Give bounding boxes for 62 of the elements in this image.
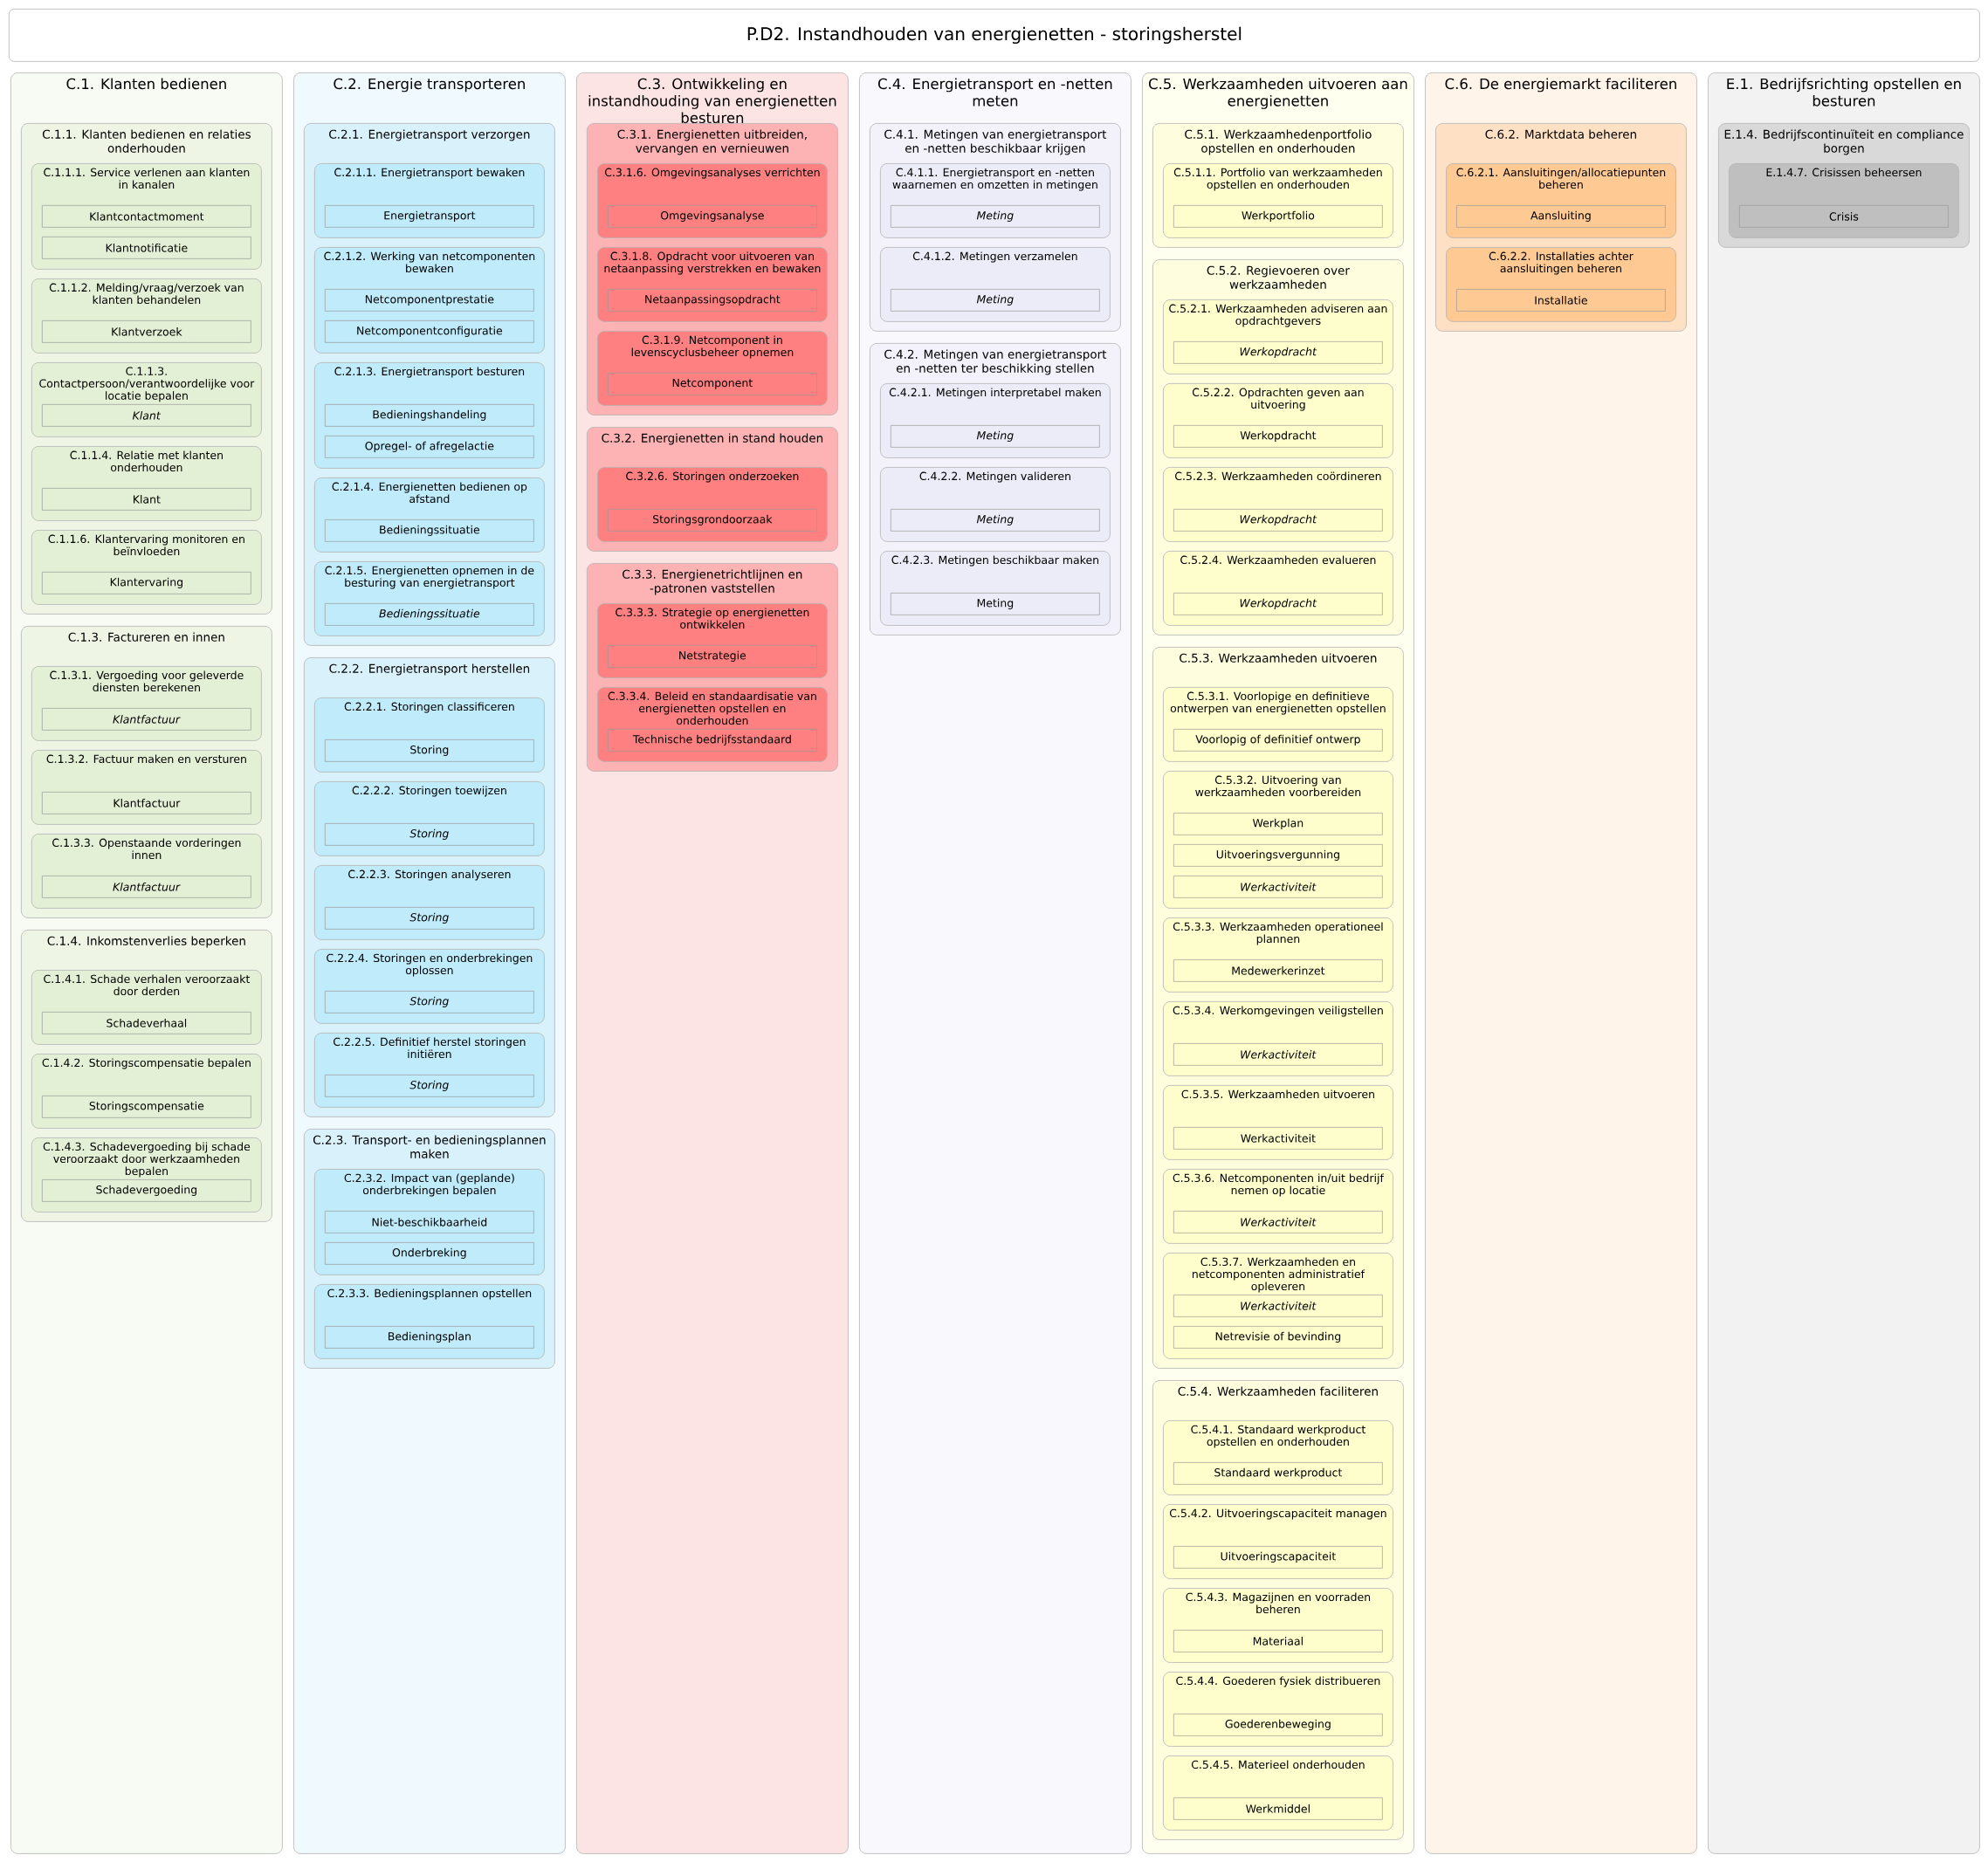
object-box: Omgevingsanalyse xyxy=(608,205,817,228)
object-box: Netcomponent xyxy=(608,373,817,395)
object-box: Klantervaring xyxy=(42,572,251,594)
object-box: Goederenbeweging xyxy=(1173,1714,1383,1736)
object-box: Netrevisie of bevinding xyxy=(1173,1326,1383,1349)
object-box: Storing xyxy=(325,823,534,846)
object-box: Werkactiviteit xyxy=(1173,1127,1383,1150)
object-box: Netcomponentprestatie xyxy=(325,289,534,312)
object-box: Netaanpassingsopdracht xyxy=(608,289,817,312)
object-box: Technische bedrijfsstandaard xyxy=(608,729,817,752)
object-box: Storing xyxy=(325,739,534,762)
object-box: Installatie xyxy=(1456,289,1666,312)
object-box: Crisis xyxy=(1739,205,1949,228)
object-box: Werkactiviteit xyxy=(1173,876,1383,898)
object-box: Werkactiviteit xyxy=(1173,1211,1383,1233)
object-box: Energietransport xyxy=(325,205,534,228)
object-box: Werkopdracht xyxy=(1173,509,1383,532)
object-box: Klantcontactmoment xyxy=(42,205,251,228)
object-box: Opregel- of afregelactie xyxy=(325,436,534,458)
object-box: Werkportfolio xyxy=(1173,205,1383,228)
object-box: Werkactiviteit xyxy=(1173,1043,1383,1066)
object-box: Onderbreking xyxy=(325,1242,534,1265)
object-box: Klantnotificatie xyxy=(42,237,251,259)
object-box: Meting xyxy=(891,509,1100,532)
object-box: Standaard werkproduct xyxy=(1173,1462,1383,1485)
object-box: Klantfactuur xyxy=(42,876,251,898)
object-box: Storingsgrondoorzaak xyxy=(608,509,817,532)
object-box: Uitvoeringsvergunning xyxy=(1173,844,1383,867)
object-box: Klantverzoek xyxy=(42,320,251,343)
object-box: Bedieningsplan xyxy=(325,1326,534,1349)
object-box: Storingscompensatie xyxy=(42,1096,251,1118)
object-box: Werkplan xyxy=(1173,813,1383,835)
title-box: P.D2. Instandhouden van energienetten - storingsherstel xyxy=(9,9,1980,62)
object-box: Meting xyxy=(891,593,1100,615)
object-box: Uitvoeringscapaciteit xyxy=(1173,1546,1383,1569)
object-box: Storing xyxy=(325,907,534,930)
object-box: Schadeverhaal xyxy=(42,1012,251,1034)
object-box: Voorlopig of definitief ontwerp xyxy=(1173,729,1383,752)
object-box: Klant xyxy=(42,404,251,427)
object-box: Meting xyxy=(891,289,1100,312)
object-box: Materiaal xyxy=(1173,1630,1383,1652)
object-box: Aansluiting xyxy=(1456,205,1666,228)
object-box: Werkmiddel xyxy=(1173,1797,1383,1820)
object-box: Bedieningssituatie xyxy=(325,519,534,542)
object-box: Werkopdracht xyxy=(1173,425,1383,448)
object-box: Niet-beschikbaarheid xyxy=(325,1211,534,1233)
object-box: Storing xyxy=(325,991,534,1013)
object-box: Schadevergoeding xyxy=(42,1179,251,1202)
object-box: Bedieningshandeling xyxy=(325,404,534,427)
object-box: Werkactiviteit xyxy=(1173,1295,1383,1317)
object-box: Werkopdracht xyxy=(1173,341,1383,364)
object-box: Meting xyxy=(891,205,1100,228)
object-box: Netcomponentconfiguratie xyxy=(325,320,534,343)
object-box: Klantfactuur xyxy=(42,792,251,814)
object-box: Klant xyxy=(42,488,251,511)
object-box: Werkopdracht xyxy=(1173,593,1383,615)
object-box: Bedieningssituatie xyxy=(325,603,534,626)
object-box: Storing xyxy=(325,1075,534,1097)
object-box: Klantfactuur xyxy=(42,708,251,731)
object-box: Meting xyxy=(891,425,1100,448)
object-box: Medewerkerinzet xyxy=(1173,959,1383,982)
object-box: Netstrategie xyxy=(608,645,817,668)
